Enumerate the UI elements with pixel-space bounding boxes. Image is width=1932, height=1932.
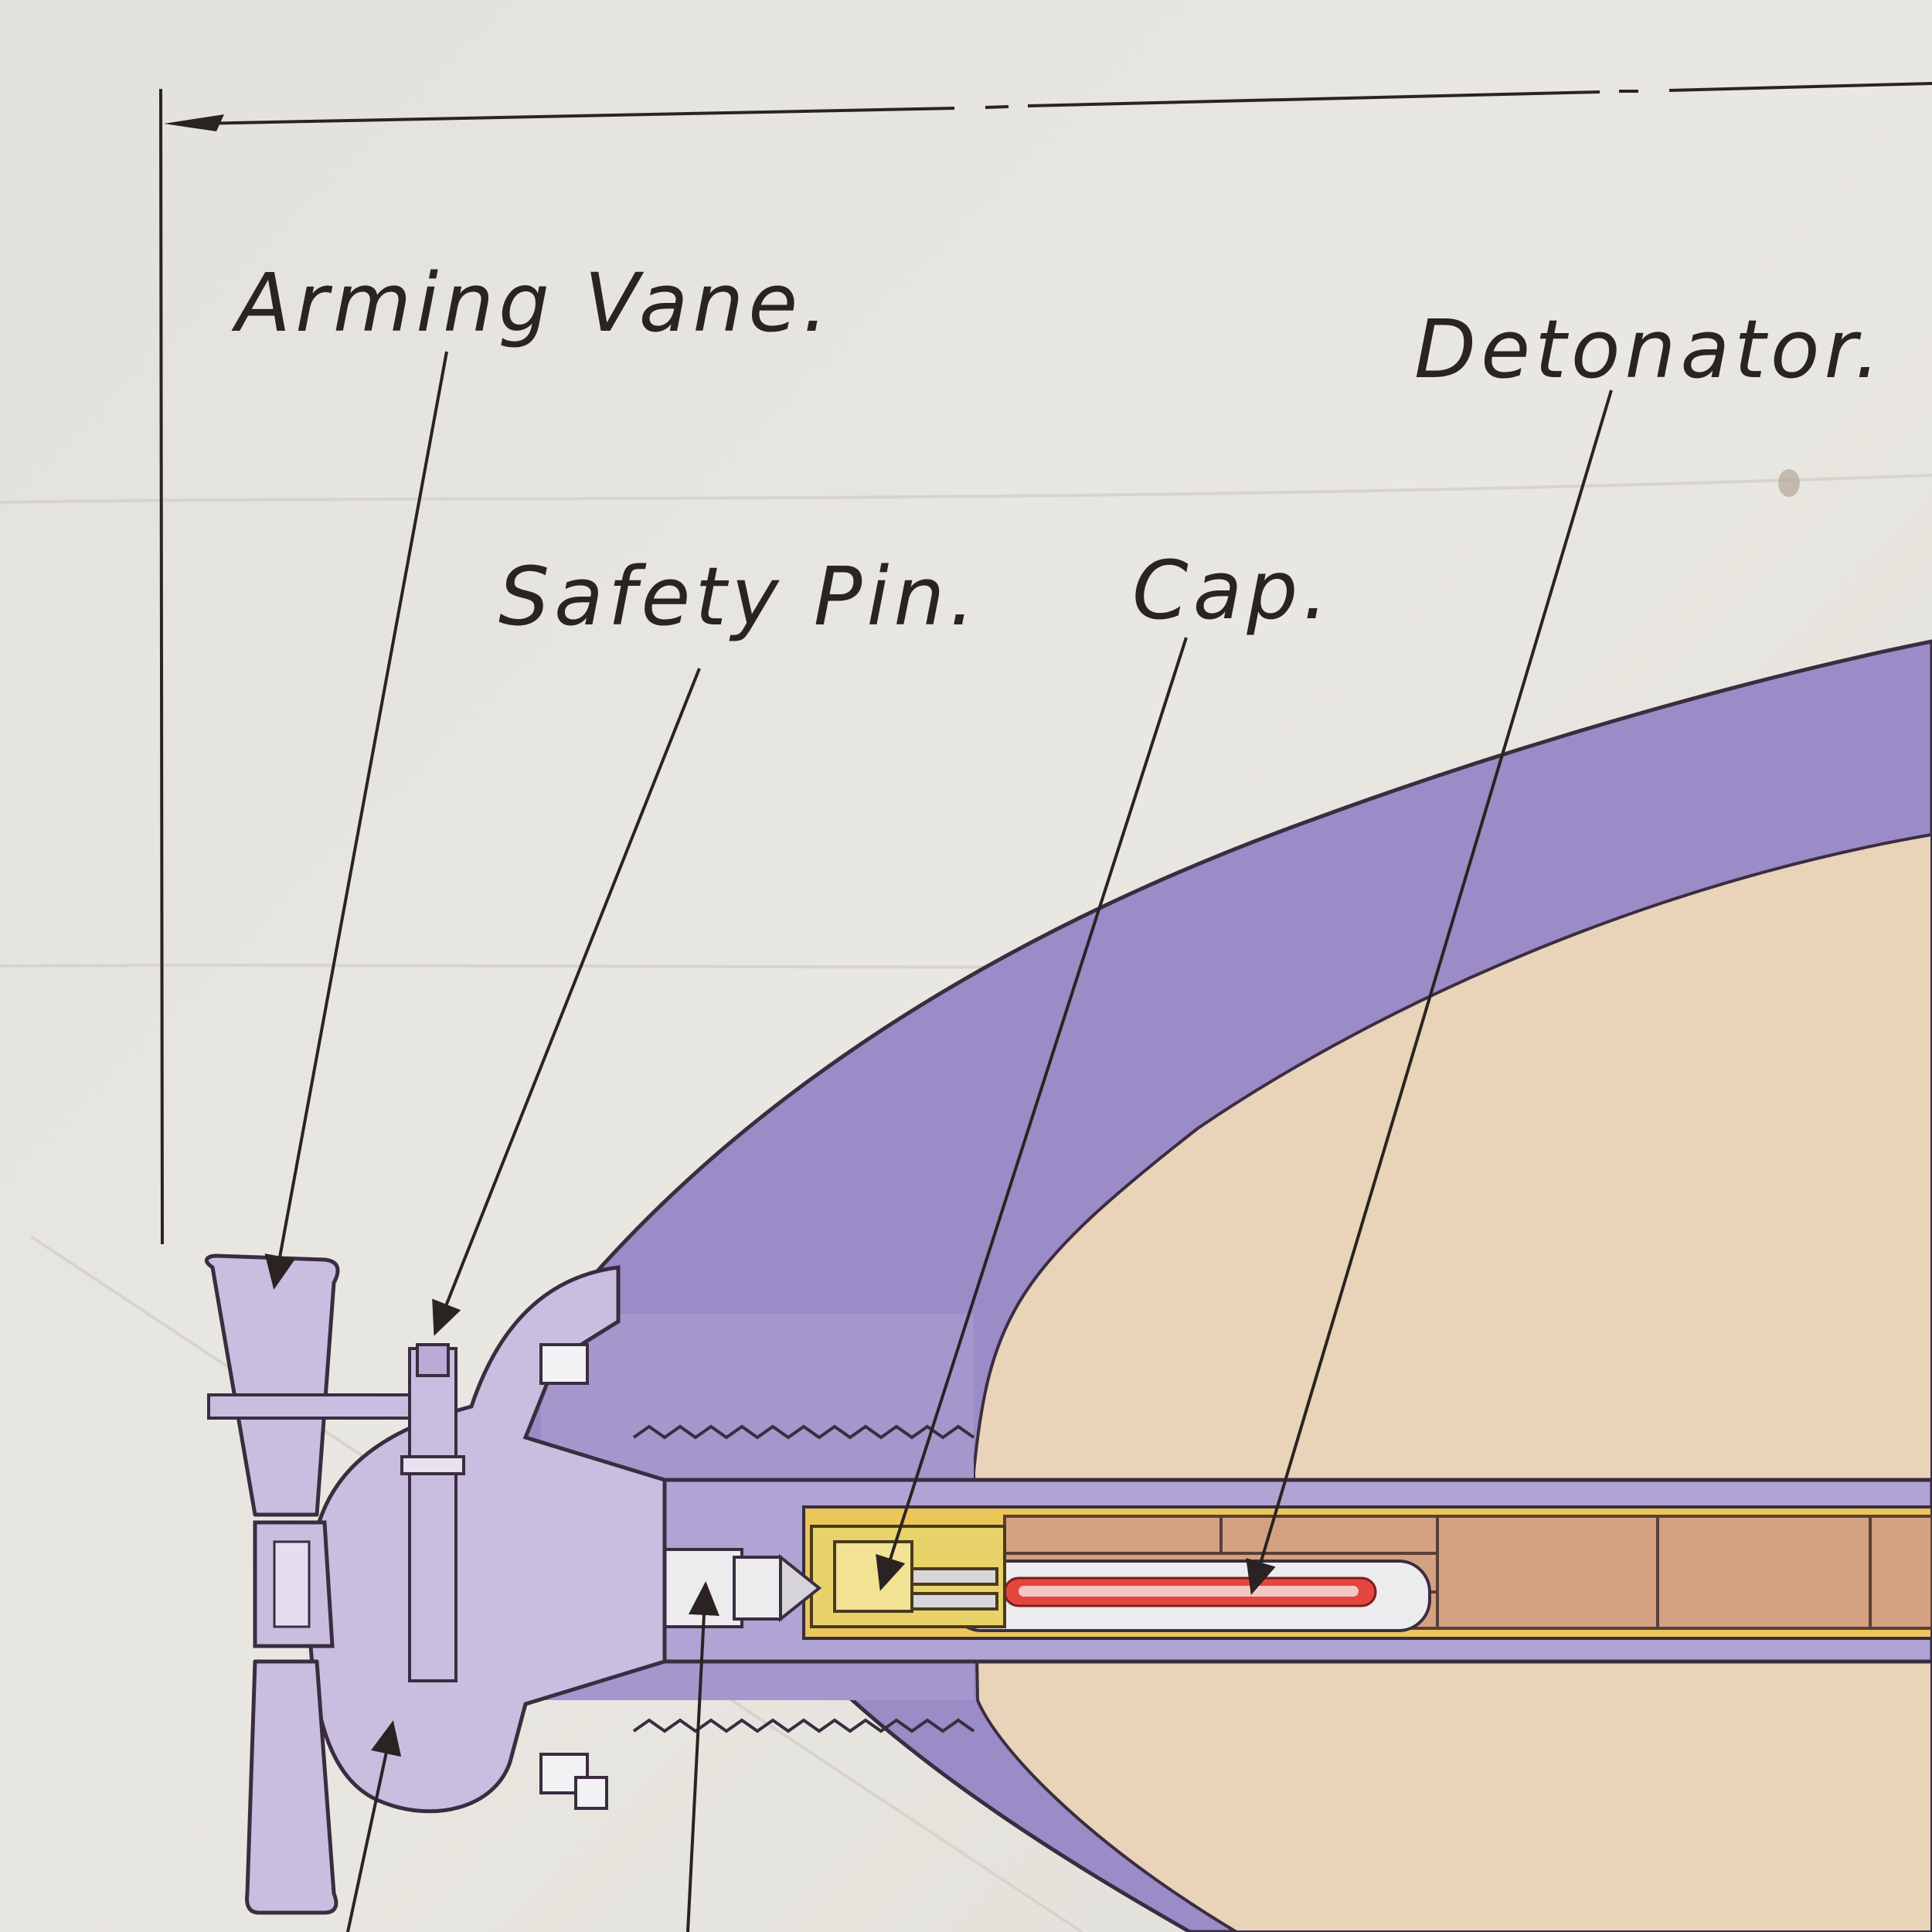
dimension-arrowhead [164, 114, 224, 131]
label-detonator: Detonator. [1414, 302, 1885, 396]
leader-fuze-head [346, 1720, 402, 1932]
paper-smudge [1778, 469, 1800, 497]
detonator-body [949, 1560, 1431, 1632]
leader-safety-pin [432, 668, 701, 1336]
leader-cap [876, 637, 1188, 1591]
fuze-head [307, 1265, 667, 1814]
cap-assembly [810, 1525, 1006, 1628]
leader-striker [686, 1581, 719, 1932]
leader-detonator [1246, 389, 1613, 1595]
label-cap: Cap. [1132, 543, 1333, 638]
label-safety-pin: Safety Pin. [498, 549, 980, 644]
leader-lines [264, 351, 1613, 1932]
safety-pin-graphic [207, 1343, 465, 1682]
label-arming-vane: Arming Vane. [236, 256, 833, 350]
arming-vane-graphic [204, 1253, 340, 1915]
dimension-line [159, 82, 1932, 1245]
leader-arming-vane [264, 351, 448, 1290]
fuze-head-details [539, 1343, 608, 1810]
vane-hub-inner [273, 1540, 311, 1628]
